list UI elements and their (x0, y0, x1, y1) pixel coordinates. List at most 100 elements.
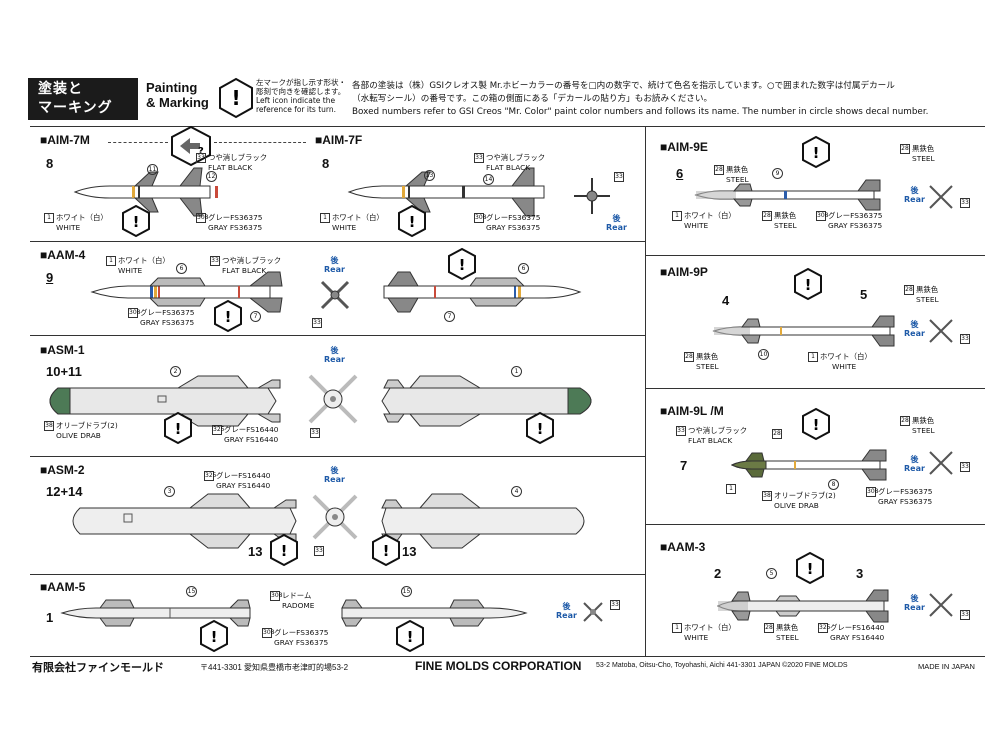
paint-308-jp: グレーFS36375 (486, 213, 541, 222)
rear-en: Rear (904, 329, 925, 338)
section-asm-2: ■ASM-2 (40, 463, 85, 477)
paint-28-en: STEEL (726, 175, 749, 184)
rear-en: Rear (606, 223, 627, 232)
missile-asm-2-rear (381, 493, 585, 549)
paint-33-en: FLAT BLACK (208, 163, 253, 172)
paint-box-1: 1 (672, 211, 682, 221)
painting-label: Painting (146, 80, 198, 95)
paint-308-en: GRAY FS36375 (828, 221, 883, 230)
part-number-aam3-2: 2 (714, 566, 722, 581)
paint-1-en: WHITE (332, 223, 357, 232)
decal-11: 11 (147, 164, 158, 175)
paint-1-en: WHITE (684, 221, 709, 230)
paint-33-jp: つや消しブラック (688, 426, 748, 435)
missile-asm-1-rear (381, 375, 592, 427)
rear-jp: 後 (330, 466, 339, 475)
label-gray-aim7f: 308グレーFS36375 GRAY FS36375 (474, 213, 541, 232)
section-aam-4: ■AAM-4 (40, 248, 86, 262)
paint-box-33: 33 (960, 334, 970, 344)
rear-en: Rear (904, 603, 925, 612)
paint-box-325: 325 (212, 425, 225, 435)
decal-10: 10 (758, 349, 769, 360)
paint-box-308: 308 (866, 487, 879, 497)
rear-cross-icon (312, 494, 358, 540)
paint-box-1: 1 (320, 213, 330, 223)
paint-1-jp: ホワイト（白） (684, 211, 736, 220)
missile-aam-4 (90, 271, 283, 313)
address-jp: 〒441-3301 愛知県豊橋市老津町的場53-2 (200, 663, 349, 672)
paint-28-en: STEEL (916, 295, 939, 304)
address-en: 53-2 Matoba, Oitsu-Cho, Toyohashi, Aichi… (596, 662, 848, 669)
decal-5: 5 (766, 568, 777, 579)
made-in-japan: MADE IN JAPAN (918, 662, 975, 671)
rear-en: Rear (556, 611, 577, 620)
svg-text:!: ! (813, 144, 820, 162)
part-number-aam3-3: 3 (856, 566, 864, 581)
missile-asm-1 (49, 375, 281, 427)
label-radome-aam5: 308レドーム RADOME (270, 591, 314, 610)
paint-box-28: 28 (684, 352, 694, 362)
paint-box-33: 33 (960, 462, 970, 472)
paint-28-en: STEEL (774, 221, 797, 230)
exclamation-hexagon-icon: ! (802, 407, 830, 441)
missile-aam-4-rear (383, 271, 582, 313)
paint-28-en: STEEL (776, 633, 799, 642)
paint-28-jp: 黒鉄色 (726, 165, 749, 174)
paint-308-jp: グレーFS36375 (828, 211, 883, 220)
exclamation-hexagon-icon: ! (270, 533, 298, 567)
paint-325-en: GRAY FS16440 (830, 633, 885, 642)
paint-325-en: GRAY FS16440 (216, 481, 271, 490)
paint-box-325: 325 (204, 471, 217, 481)
paint-308-en: GRAY FS36375 (878, 497, 933, 506)
rear-jp: 後 (330, 256, 339, 265)
rear-cross-icon (929, 451, 953, 475)
paint-box-33: 33 (474, 153, 484, 163)
part-number-asm2: 12+14 (46, 484, 83, 499)
section-aim-9p: ■AIM-9P (660, 265, 708, 279)
missile-asm-2 (72, 493, 297, 549)
paint-308-jp: グレーFS36375 (208, 213, 263, 222)
decal-15-b: 15 (401, 586, 412, 597)
rear-en: Rear (324, 355, 345, 364)
paint-308-en: GRAY FS36375 (208, 223, 263, 232)
dashed-ref-line (108, 142, 168, 144)
missile-aim-7m (73, 167, 218, 217)
painting-marking-title: Painting & Marking (146, 80, 209, 110)
section-aim-9lm: ■AIM-9L /M (660, 404, 724, 418)
decal-6-b: 6 (518, 263, 529, 274)
missile-aim-9lm (730, 449, 887, 481)
paint-33-en: FLAT BLACK (222, 266, 267, 275)
paint-325-en: GRAY FS16440 (224, 435, 279, 444)
rear-en: Rear (904, 464, 925, 473)
rear-label-aim9p: 後 Rear (904, 320, 925, 338)
missile-aam-3 (716, 589, 889, 623)
paint-28-jp: 黒鉄色 (916, 285, 939, 294)
svg-text:?: ? (198, 146, 204, 157)
decal-12: 12 (206, 171, 217, 182)
paint-box-33: 33 (196, 153, 206, 163)
svg-text:!: ! (231, 86, 240, 110)
exclamation-hexagon-icon: ! (398, 204, 426, 238)
rear-cross-icon (929, 319, 953, 343)
paint-box-1: 1 (672, 623, 682, 633)
paint-1-jp: ホワイト（白） (56, 213, 108, 222)
paint-1-en: WHITE (118, 266, 143, 275)
divider-left-3 (30, 456, 645, 457)
radome-jp: レドーム (282, 591, 312, 600)
rear-cross-icon (320, 280, 350, 310)
paint-325-jp: グレーFS16440 (224, 425, 279, 434)
paint-box-38: 38 (44, 421, 54, 431)
marking-label: & Marking (146, 95, 209, 110)
paint-box-33-aam3: 33 (960, 610, 972, 620)
company-name-jp: 有限会社ファインモールド (32, 661, 164, 674)
paint-1-jp: ホワイト（白） (118, 256, 170, 265)
exclamation-hexagon-icon: ! (794, 267, 822, 301)
svg-text:!: ! (409, 213, 416, 231)
svg-text:!: ! (813, 416, 820, 434)
